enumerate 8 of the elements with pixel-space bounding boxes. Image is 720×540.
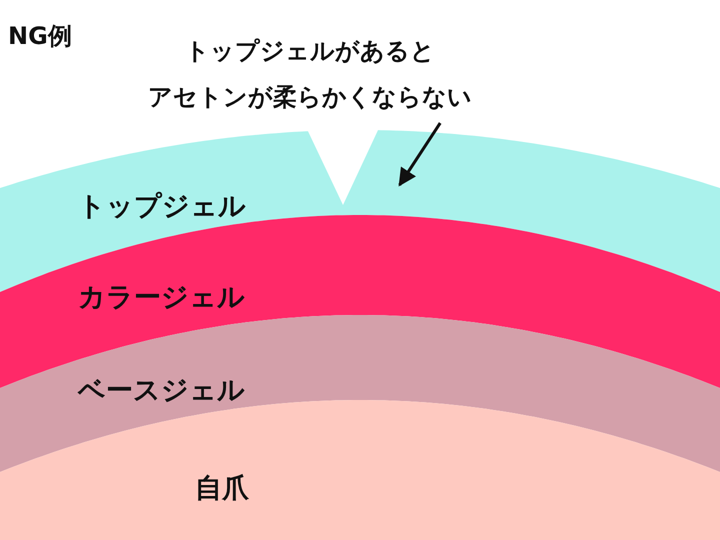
callout-text: トップジェルがあるとアセトンが柔らかくならない [100,28,520,120]
diagram-title: NG例 [8,21,72,52]
layer-label: 自爪 [195,472,249,506]
layer-label: ベースジェル [78,374,245,408]
layer-label: トップジェル [78,190,246,224]
layer-label: カラージェル [78,281,245,315]
layer-band [0,400,720,540]
layer-band [0,315,720,472]
